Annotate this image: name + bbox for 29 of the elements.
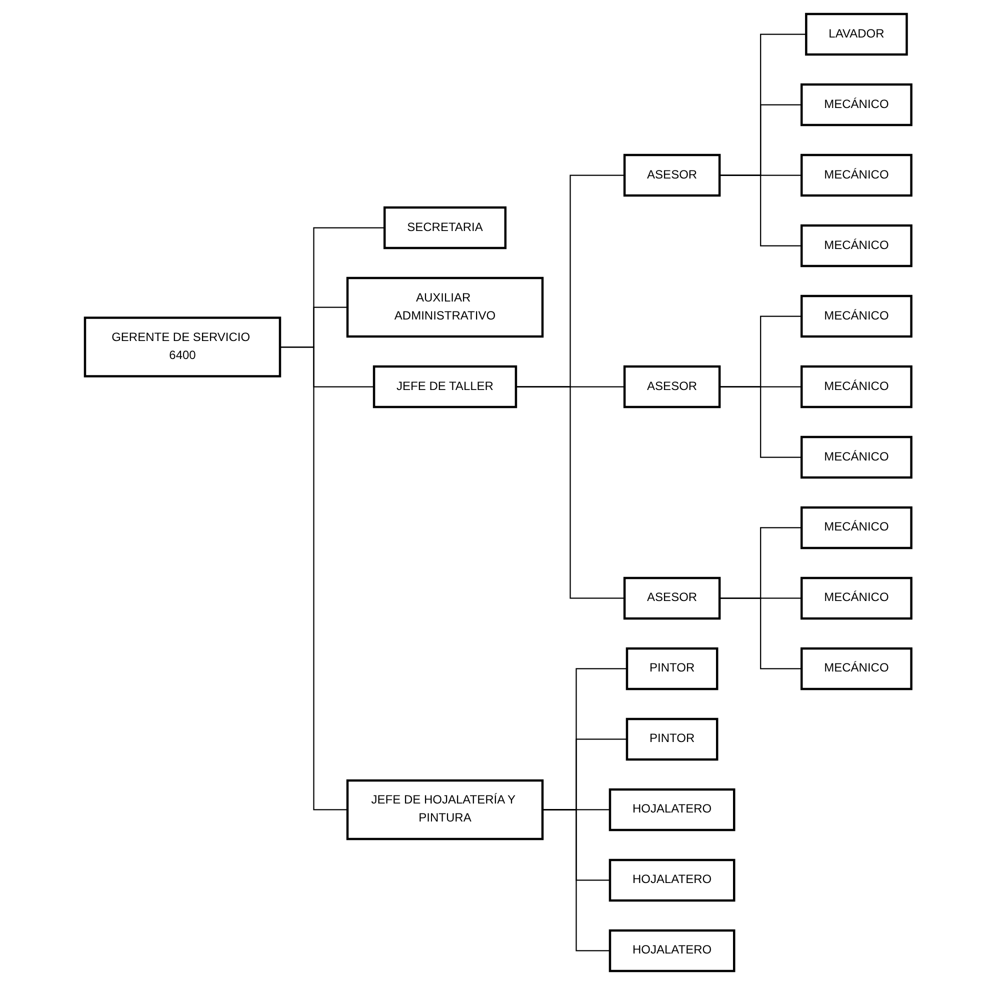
node-box: MECÁNICO [800, 506, 912, 550]
connector [719, 174, 802, 246]
node-box: ASESOR [623, 365, 721, 408]
node-box: MECÁNICO [800, 436, 912, 479]
node-box: HOJALATERO [608, 929, 736, 972]
node-box: JEFE DE HOJALATERÍA Y PINTURA [346, 779, 544, 840]
node-box: MECÁNICO [800, 224, 912, 268]
node-box: ASESOR [623, 154, 721, 197]
node-box: GERENTE DE SERVICIO 6400 [84, 316, 281, 378]
connector [542, 809, 610, 952]
node-box: MECÁNICO [800, 365, 912, 408]
node-box: HOJALATERO [608, 788, 736, 832]
node-box: MECÁNICO [800, 576, 912, 620]
node-box: MECÁNICO [800, 83, 912, 126]
node-box: MECÁNICO [800, 154, 912, 197]
node-box: PINTOR [626, 647, 718, 690]
node-box: MECÁNICO [800, 294, 912, 338]
node-box: HOJALATERO [608, 858, 736, 902]
node-box: SECRETARIA [383, 206, 506, 250]
node-box: ASESOR [623, 576, 721, 620]
connector [719, 386, 802, 458]
connector [719, 598, 802, 670]
node-box: PINTOR [626, 718, 718, 761]
node-box: LAVADOR [804, 12, 908, 56]
node-box: JEFE DE TALLER [372, 365, 517, 408]
connector [516, 386, 624, 599]
connector [280, 346, 348, 810]
node-box: AUXILIAR ADMINISTRATIVO [346, 276, 544, 338]
node-box: MECÁNICO [800, 647, 912, 690]
